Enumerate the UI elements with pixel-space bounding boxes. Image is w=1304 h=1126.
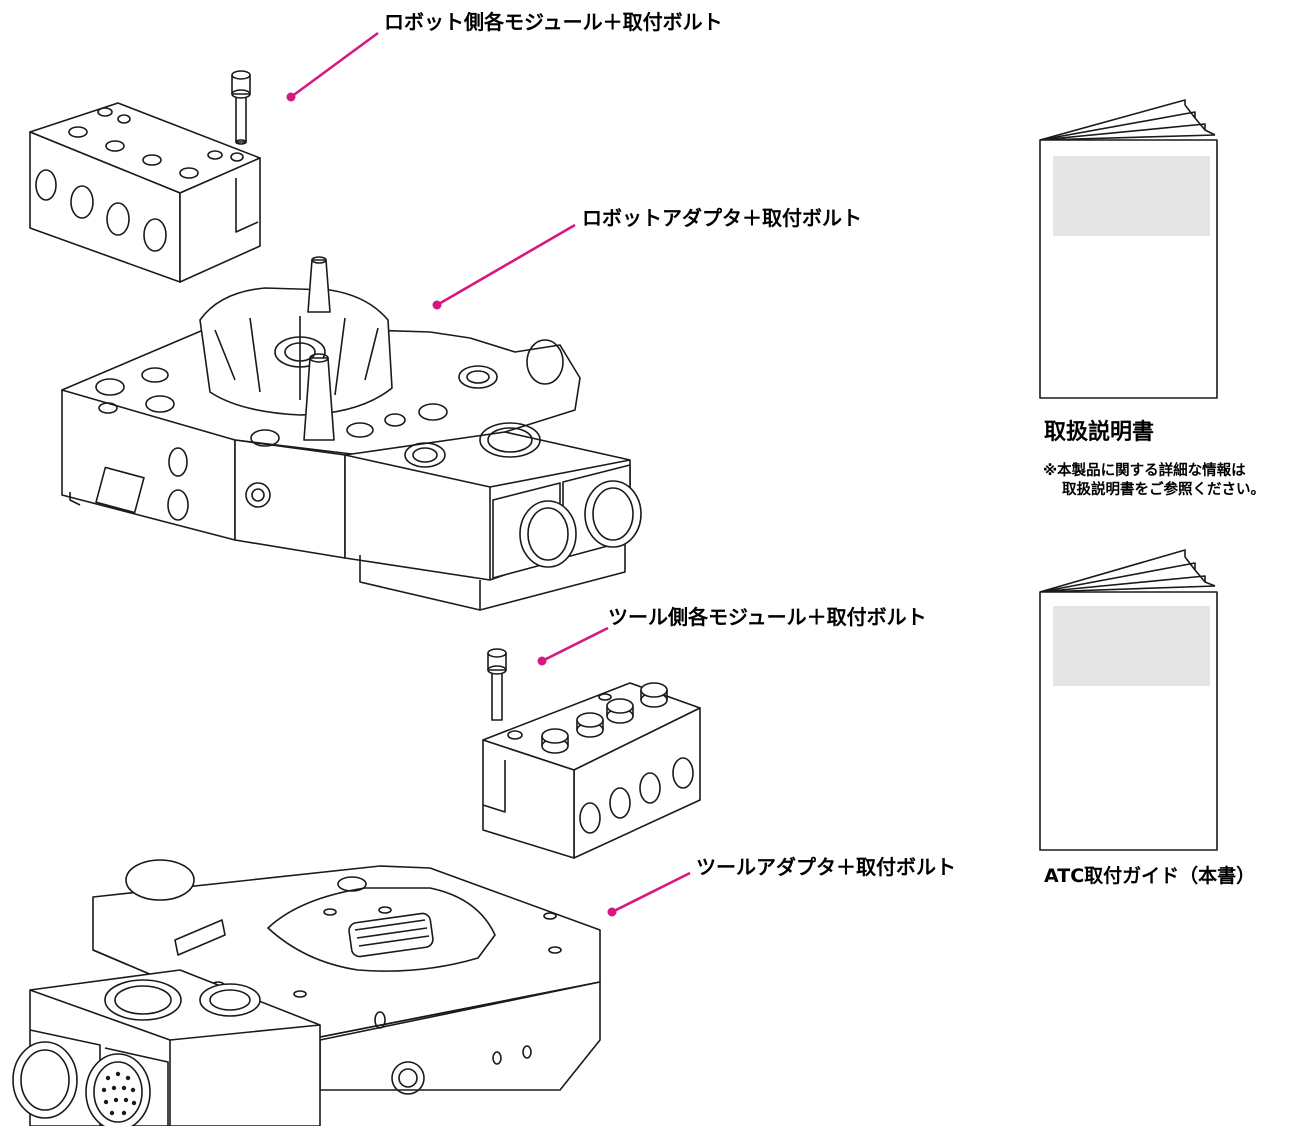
guide-title: ATC取付ガイド（本書） — [1044, 865, 1256, 887]
robot-adapter-illustration — [61, 256, 642, 611]
leader-robot-adapter — [432, 223, 576, 310]
leader-robot-module — [286, 31, 379, 102]
manual-booklet-illustration — [1039, 99, 1218, 399]
manual-title: 取扱説明書 — [1044, 420, 1155, 445]
manual-note-line1: ※本製品に関する詳細な情報は — [1043, 463, 1246, 479]
robot-module-illustration — [29, 70, 261, 283]
leader-tool-module — [537, 626, 609, 666]
callout-tool-module: ツール側各モジュール＋取付ボルト — [608, 605, 927, 629]
guide-booklet-illustration — [1039, 549, 1218, 851]
robot-module-bolt — [231, 70, 251, 145]
callout-robot-adapter: ロボットアダプタ＋取付ボルト — [582, 206, 862, 230]
tool-module-bolt — [487, 648, 507, 721]
tool-module-illustration — [482, 648, 701, 859]
callout-robot-module: ロボット側各モジュール＋取付ボルト — [384, 10, 723, 34]
manual-note-line2: 取扱説明書をご参照ください。 — [1062, 482, 1265, 498]
leader-tool-adapter — [607, 871, 691, 917]
tool-adapter-illustration — [12, 859, 601, 1126]
callout-tool-adapter: ツールアダプタ＋取付ボルト — [696, 855, 956, 879]
